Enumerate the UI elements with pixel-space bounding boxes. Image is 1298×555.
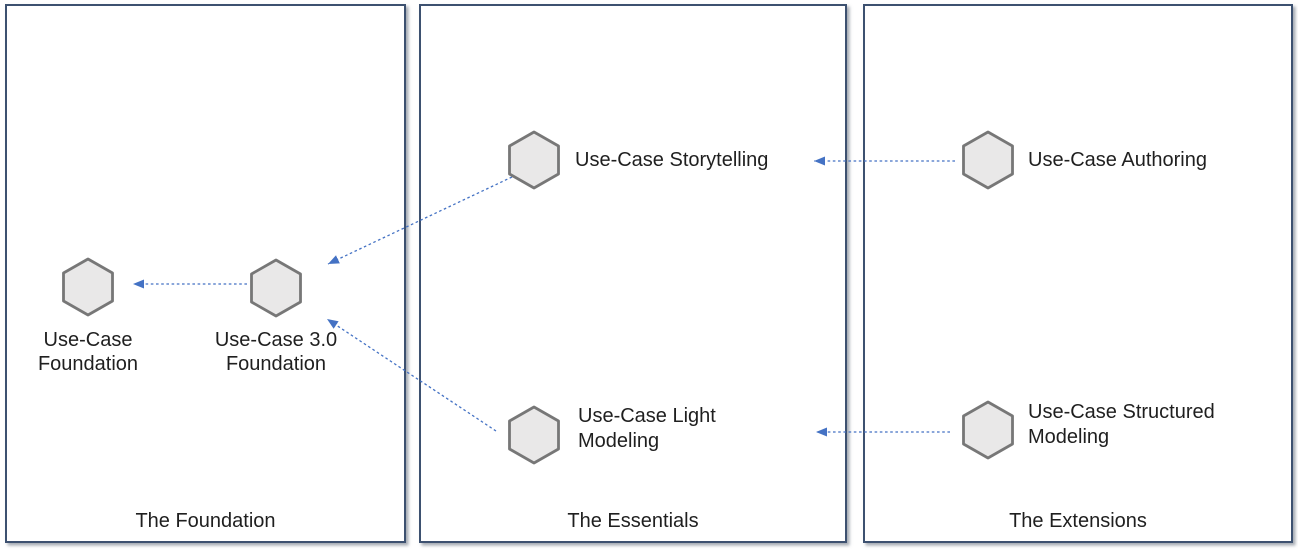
label-use-case-structured-modeling: Use-Case Structured Modeling (1028, 400, 1215, 450)
label-use-case-light-modeling-line2: Modeling (578, 430, 660, 452)
panel-the-extensions: The Extensions (863, 4, 1293, 543)
panel-title-essentials: The Essentials (567, 510, 699, 532)
panel-title-extensions: The Extensions (1009, 510, 1147, 532)
label-use-case-light-modeling-line1: Use-Case Light (578, 405, 716, 427)
panel-the-essentials: The Essentials (419, 4, 847, 543)
panel-title-foundation: The Foundation (135, 510, 276, 532)
label-use-case-30-foundation-line2: Foundation (225, 353, 327, 375)
label-use-case-structured-modeling-line2: Modeling (1028, 426, 1110, 448)
label-use-case-foundation: Use-Case Foundation (0, 328, 188, 376)
label-use-case-30-foundation-line1: Use-Case 3.0 (214, 329, 338, 351)
label-use-case-structured-modeling-line1: Use-Case Structured (1028, 401, 1215, 423)
label-use-case-foundation-line2: Foundation (37, 353, 139, 375)
label-use-case-storytelling: Use-Case Storytelling (575, 149, 769, 171)
label-use-case-light-modeling: Use-Case Light Modeling (578, 404, 716, 454)
label-use-case-30-foundation: Use-Case 3.0 Foundation (176, 328, 376, 376)
label-use-case-foundation-line1: Use-Case (43, 329, 133, 351)
label-use-case-authoring: Use-Case Authoring (1028, 149, 1207, 171)
panel-the-foundation: The Foundation (5, 4, 406, 543)
